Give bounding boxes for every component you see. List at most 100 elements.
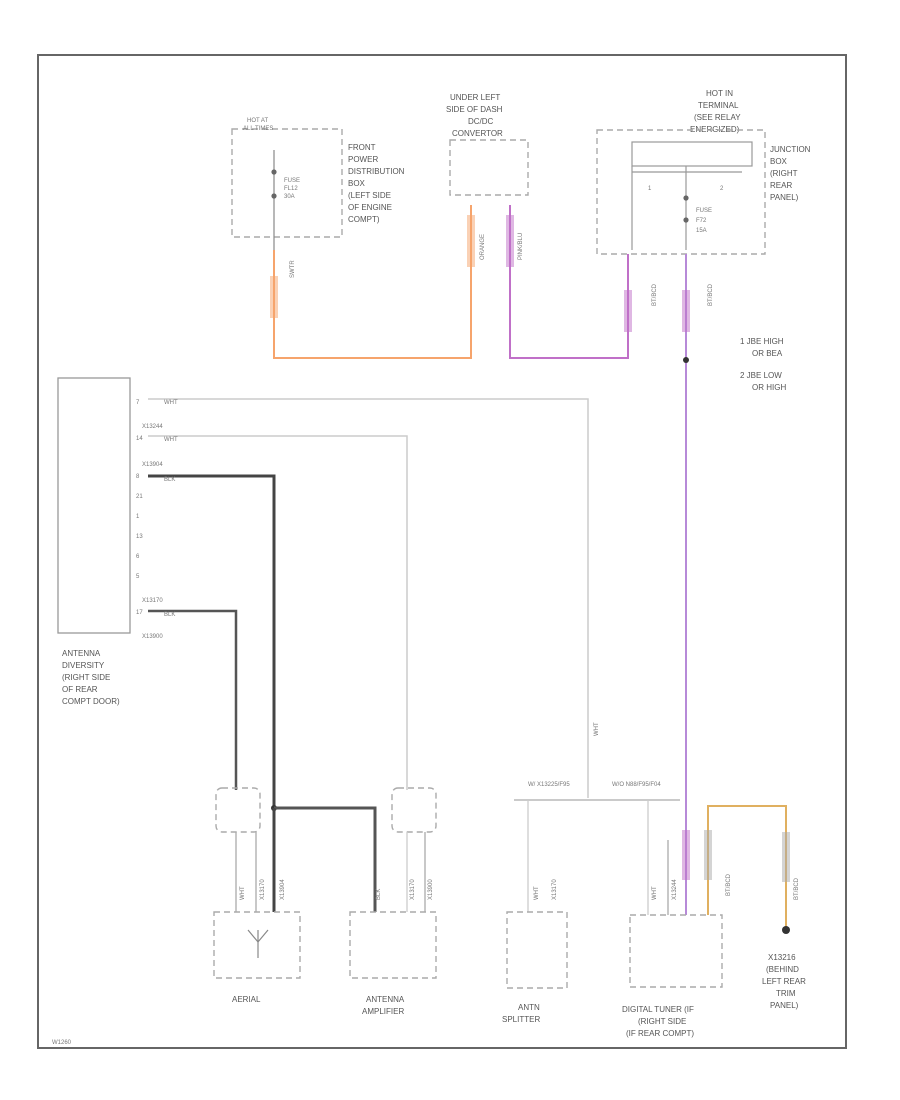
svg-text:(BEHIND: (BEHIND	[766, 965, 799, 974]
svg-text:(RIGHT SIDE: (RIGHT SIDE	[638, 1017, 686, 1026]
front-power-distribution-box: HOT AT ALL TIMES FUSE FL12 30A FRONT POW…	[231, 118, 405, 250]
svg-text:AERIAL: AERIAL	[232, 995, 261, 1004]
legend: 1 JBE HIGH OR BEA 2 JBE LOW OR HIGH	[740, 337, 786, 392]
diagram-frame	[37, 54, 847, 1049]
svg-text:FL12: FL12	[284, 186, 298, 192]
svg-text:BLK: BLK	[164, 477, 175, 483]
svg-text:21: 21	[136, 494, 143, 500]
svg-text:FUSE: FUSE	[284, 178, 300, 184]
svg-text:WHT: WHT	[594, 722, 600, 736]
svg-text:W/ X13225/F95: W/ X13225/F95	[528, 782, 570, 788]
svg-text:ANTN: ANTN	[518, 1003, 540, 1012]
svg-text:17: 17	[136, 610, 143, 616]
svg-text:PANEL): PANEL)	[770, 193, 799, 202]
svg-text:COMPT): COMPT)	[348, 215, 380, 224]
svg-text:TERMINAL: TERMINAL	[698, 101, 739, 110]
svg-text:WHT: WHT	[164, 437, 178, 443]
svg-text:OF ENGINE: OF ENGINE	[348, 203, 392, 212]
black-wire	[148, 474, 276, 808]
lower-black-wire	[148, 609, 238, 790]
aerial: AERIAL	[213, 911, 301, 1004]
svg-text:BOX: BOX	[770, 157, 788, 166]
antenna-splitter: ANTN SPLITTER	[502, 911, 568, 1024]
svg-text:(RIGHT: (RIGHT	[770, 169, 798, 178]
svg-text:X13904: X13904	[142, 462, 163, 468]
svg-text:BT/BCD: BT/BCD	[652, 283, 658, 306]
dcdc-convertor: UNDER LEFT SIDE OF DASH DC/DC CONVERTOR	[446, 93, 529, 196]
svg-text:WHT: WHT	[534, 886, 540, 900]
svg-text:DISTRIBUTION: DISTRIBUTION	[348, 167, 405, 176]
svg-text:X13900: X13900	[428, 879, 434, 900]
svg-text:30A: 30A	[284, 194, 295, 200]
svg-text:BT/BCD: BT/BCD	[794, 877, 800, 900]
svg-text:(IF REAR COMPT): (IF REAR COMPT)	[626, 1029, 694, 1038]
svg-text:OF REAR: OF REAR	[62, 685, 98, 694]
ground-point	[782, 926, 790, 934]
svg-text:TRIM: TRIM	[776, 989, 796, 998]
svg-text:HOT AT: HOT AT	[247, 118, 268, 124]
svg-text:SPLITTER: SPLITTER	[502, 1015, 540, 1024]
svg-text:X13904: X13904	[280, 879, 286, 900]
antenna-diversity-module: ANTENNA DIVERSITY (RIGHT SIDE OF REAR CO…	[57, 377, 143, 706]
svg-text:(RIGHT SIDE: (RIGHT SIDE	[62, 673, 110, 682]
svg-text:SIDE OF DASH: SIDE OF DASH	[446, 105, 503, 114]
svg-text:X13170: X13170	[260, 879, 266, 900]
footer-code: W1260	[52, 1040, 72, 1046]
svg-text:ANTENNA: ANTENNA	[366, 995, 405, 1004]
svg-text:PINK/BLU: PINK/BLU	[518, 233, 524, 260]
tan-wire	[707, 805, 787, 930]
svg-text:BT/BCD: BT/BCD	[726, 873, 732, 896]
svg-text:WHT: WHT	[240, 886, 246, 900]
digital-tuner: DIGITAL TUNER (IF (RIGHT SIDE (IF REAR C…	[622, 914, 723, 1038]
svg-text:ALL TIMES: ALL TIMES	[243, 126, 273, 132]
svg-text:X13244: X13244	[672, 879, 678, 900]
top-white-wire	[148, 398, 589, 798]
svg-text:W/O N88/F95/F04: W/O N88/F95/F04	[612, 782, 661, 788]
svg-text:ORANGE: ORANGE	[480, 234, 486, 260]
svg-text:FUSE: FUSE	[696, 208, 712, 214]
svg-text:2: 2	[720, 186, 724, 192]
orange-wire	[273, 205, 472, 359]
svg-text:LEFT REAR: LEFT REAR	[762, 977, 806, 986]
svg-text:JUNCTION: JUNCTION	[770, 145, 811, 154]
svg-text:OR HIGH: OR HIGH	[752, 383, 786, 392]
svg-text:ANTENNA: ANTENNA	[62, 649, 101, 658]
svg-text:WHT: WHT	[164, 400, 178, 406]
svg-text:X13244: X13244	[142, 424, 163, 430]
svg-text:1 JBE HIGH: 1 JBE HIGH	[740, 337, 784, 346]
svg-text:COMPT DOOR): COMPT DOOR)	[62, 697, 120, 706]
svg-text:X13170: X13170	[142, 598, 163, 604]
svg-text:BLK: BLK	[376, 889, 382, 900]
svg-text:X13170: X13170	[552, 879, 558, 900]
svg-text:1: 1	[136, 514, 140, 520]
svg-text:7: 7	[136, 400, 140, 406]
svg-text:HOT IN: HOT IN	[706, 89, 733, 98]
amp-black-wire	[274, 806, 377, 912]
svg-text:POWER: POWER	[348, 155, 378, 164]
junction-box: HOT IN TERMINAL (SEE RELAY ENERGIZED) 1 …	[596, 89, 811, 255]
ground-location: X13216 (BEHIND LEFT REAR TRIM PANEL)	[762, 953, 806, 1010]
svg-text:OR BEA: OR BEA	[752, 349, 783, 358]
svg-text:2 JBE LOW: 2 JBE LOW	[740, 371, 782, 380]
svg-text:ENERGIZED): ENERGIZED)	[690, 125, 740, 134]
svg-text:F72: F72	[696, 218, 707, 224]
svg-text:5: 5	[136, 574, 140, 580]
svg-text:15A: 15A	[696, 228, 707, 234]
svg-text:1: 1	[648, 186, 652, 192]
svg-text:WHT: WHT	[652, 886, 658, 900]
svg-text:FRONT: FRONT	[348, 143, 376, 152]
svg-text:BLK: BLK	[164, 612, 175, 618]
svg-text:UNDER LEFT: UNDER LEFT	[450, 93, 500, 102]
svg-text:CONVERTOR: CONVERTOR	[452, 129, 503, 138]
svg-text:BOX: BOX	[348, 179, 366, 188]
svg-text:X13900: X13900	[142, 634, 163, 640]
svg-text:BT/BCD: BT/BCD	[708, 283, 714, 306]
svg-text:13: 13	[136, 534, 143, 540]
svg-text:SWTR: SWTR	[290, 260, 296, 278]
svg-text:14: 14	[136, 436, 143, 442]
svg-text:DC/DC: DC/DC	[468, 117, 494, 126]
mid-white-wire	[148, 435, 408, 790]
svg-text:PANEL): PANEL)	[770, 1001, 799, 1010]
svg-text:DIGITAL TUNER (IF: DIGITAL TUNER (IF	[622, 1005, 694, 1014]
antenna-amplifier: ANTENNA AMPLIFIER	[349, 911, 437, 1016]
